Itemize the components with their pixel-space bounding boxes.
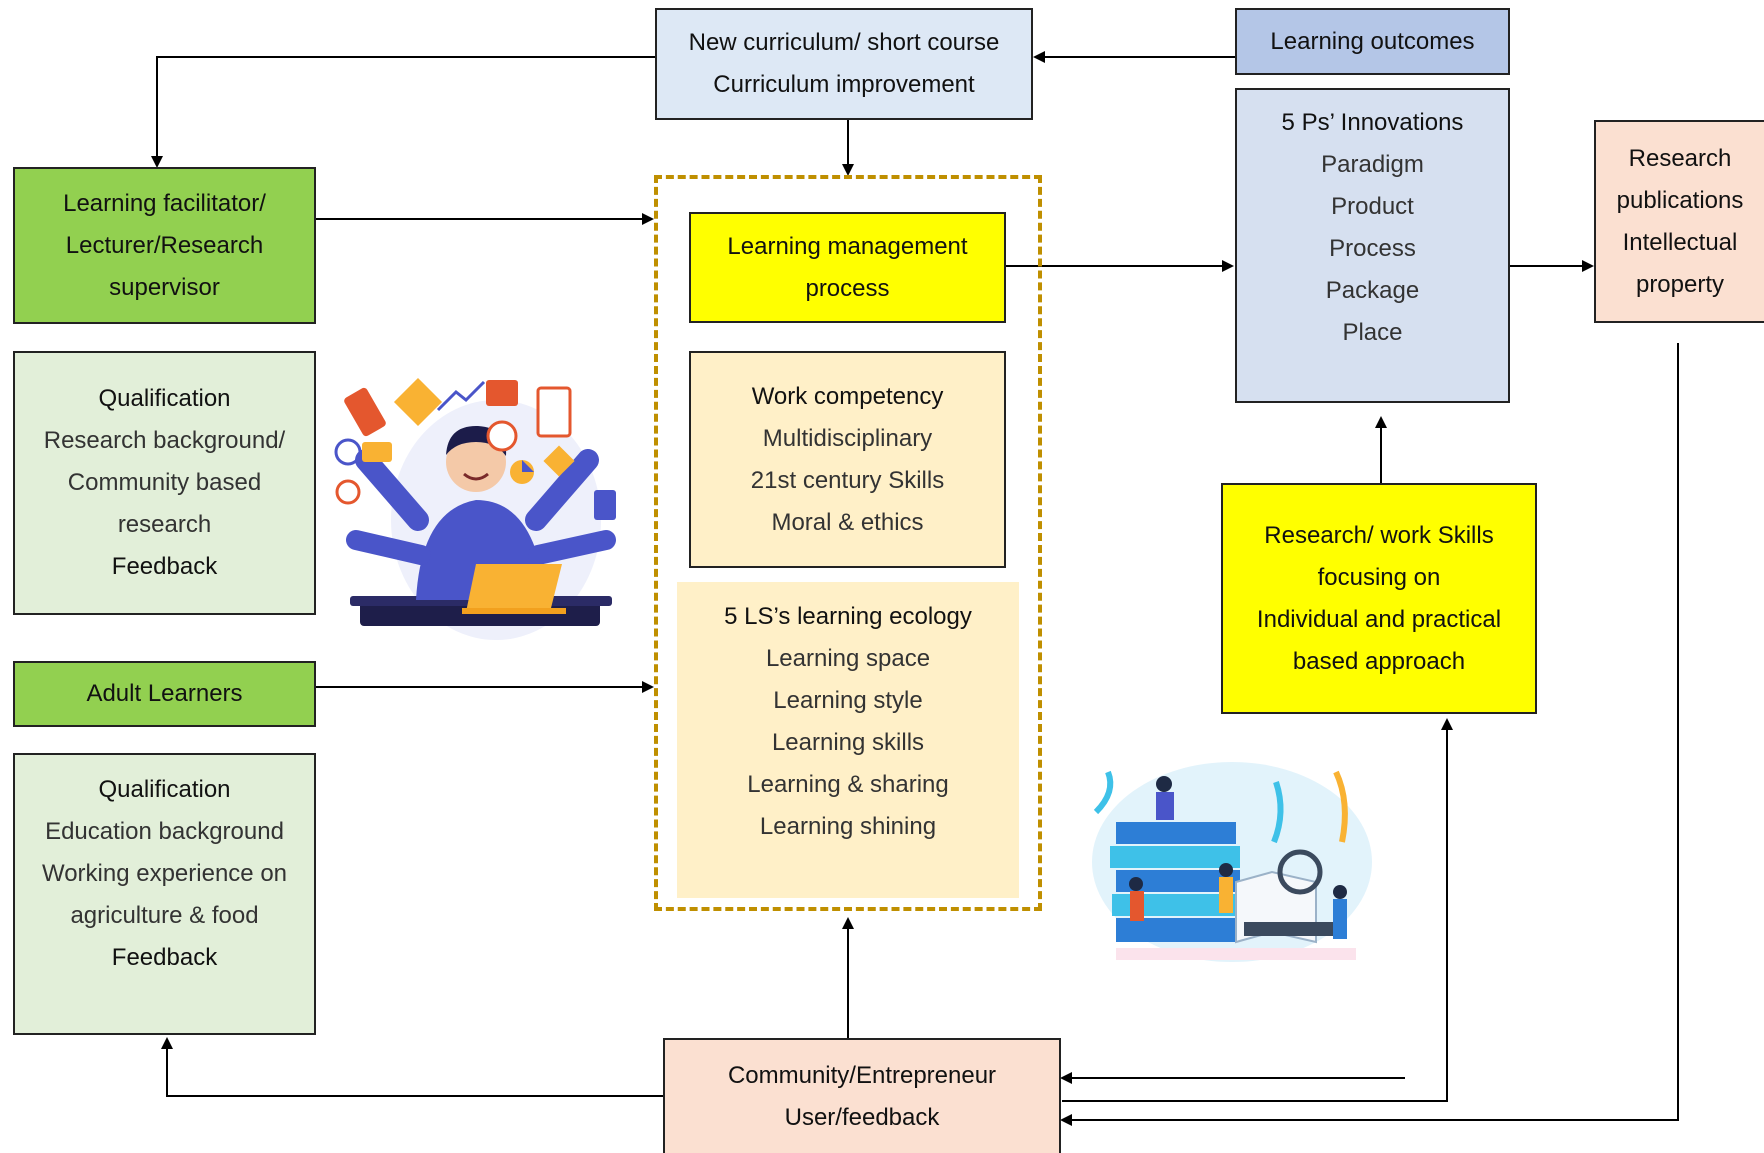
curriculum-box: New curriculum/ short course Curriculum … [655, 8, 1033, 120]
work-competency-box: Work competency Multidisciplinary 21st c… [689, 351, 1006, 568]
research-pubs-line: Intellectual [1622, 228, 1738, 256]
facilitator-qualification-box: Qualification Research background/ Commu… [13, 351, 316, 615]
ecology-item: Learning space [765, 645, 931, 672]
facilitator-line: Lecturer/Research [65, 231, 264, 259]
facilitator-qual-title: Qualification [98, 385, 231, 412]
community-line: Community/Entrepreneur [727, 1061, 997, 1089]
research-pubs-line: publications [1616, 186, 1744, 214]
community-box: Community/Entrepreneur User/feedback [663, 1038, 1061, 1153]
learning-frame [654, 175, 1042, 911]
learning-management-box: Learning management process [689, 212, 1006, 323]
lmp-line: process [805, 274, 890, 302]
facilitator-qual-feedback: Feedback [111, 553, 218, 580]
multitasking-person-illustration [334, 377, 616, 640]
research-skills-line: based approach [1292, 647, 1466, 675]
work-competency-title: Work competency [751, 382, 944, 410]
facilitator-qual-line: Research background/ [43, 427, 286, 454]
work-competency-item: 21st century Skills [750, 466, 945, 494]
work-competency-item: Moral & ethics [771, 508, 924, 536]
facilitator-qual-line: Community based [67, 469, 262, 496]
research-skills-box: Research/ work Skills focusing on Indivi… [1221, 483, 1537, 714]
innovation-item: Place [1342, 319, 1403, 346]
lmp-line: Learning management [727, 232, 968, 260]
books-people-illustration [1092, 762, 1372, 962]
adult-learners-box: Adult Learners [13, 661, 316, 727]
work-competency-item: Multidisciplinary [762, 424, 933, 452]
ecology-title: 5 LS’s learning ecology [724, 603, 972, 630]
learner-qualification-box: Qualification Education background Worki… [13, 753, 316, 1035]
learner-qual-line: Working experience on [41, 860, 288, 887]
ecology-item: Learning shining [759, 813, 937, 840]
ecology-item: Learning skills [771, 729, 925, 756]
learning-ecology-box: 5 LS’s learning ecology Learning space L… [677, 582, 1019, 898]
learner-qual-feedback: Feedback [111, 944, 218, 971]
arrow-community-to-skills [1062, 718, 1453, 1102]
innovations-title: 5 Ps’ Innovations [1281, 109, 1464, 136]
learner-qual-line: agriculture & food [70, 902, 259, 929]
arrow-community-to-learnerqual [161, 1037, 663, 1097]
innovations-box: 5 Ps’ Innovations Paradigm Product Proce… [1235, 88, 1510, 403]
research-skills-line: Individual and practical [1256, 605, 1502, 633]
facilitator-qual-line: research [117, 511, 212, 538]
facilitator-box: Learning facilitator/ Lecturer/Research … [13, 167, 316, 324]
curriculum-line-1: New curriculum/ short course [688, 29, 1000, 56]
research-publications-box: Research publications Intellectual prope… [1594, 120, 1764, 323]
research-pubs-line: Research [1628, 144, 1732, 172]
facilitator-line: supervisor [109, 273, 220, 301]
learning-outcomes-label: Learning outcomes [1270, 27, 1475, 55]
learner-qual-title: Qualification [98, 776, 231, 803]
research-skills-line: Research/ work Skills [1264, 521, 1494, 549]
learning-outcomes-box: Learning outcomes [1235, 8, 1510, 75]
learner-qual-line: Education background [45, 818, 284, 845]
innovation-item: Process [1329, 235, 1416, 262]
curriculum-line-2: Curriculum improvement [713, 71, 975, 98]
facilitator-line: Learning facilitator/ [63, 189, 266, 217]
adult-learners-label: Adult Learners [86, 680, 243, 707]
research-skills-line: focusing on [1317, 563, 1441, 591]
innovation-item: Product [1331, 193, 1414, 220]
innovation-item: Paradigm [1321, 151, 1424, 178]
community-line: User/feedback [784, 1103, 940, 1131]
arrow-curriculum-to-facilitator [151, 56, 655, 168]
arrow-pubs-to-community [1060, 343, 1679, 1126]
ecology-item: Learning style [773, 687, 923, 714]
research-pubs-line: property [1635, 270, 1725, 298]
innovation-item: Package [1325, 277, 1420, 304]
ecology-item: Learning & sharing [747, 771, 949, 798]
